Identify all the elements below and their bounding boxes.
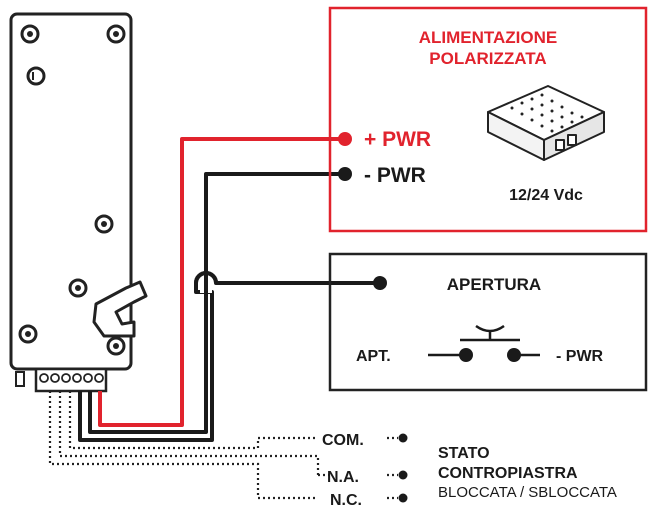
- push-button-switch-icon: [428, 324, 540, 362]
- opening-pwr-label: - PWR: [556, 348, 604, 365]
- apt-terminal: [373, 276, 387, 290]
- plus-pwr-label: + PWR: [364, 128, 431, 151]
- output-com-label: COM.: [322, 432, 364, 449]
- minus-pwr-terminal: [338, 167, 352, 181]
- output-na-label: N.A.: [327, 469, 359, 486]
- power-box-title-line2: POLARIZZATA: [429, 49, 546, 68]
- opening-box-title: APERTURA: [447, 275, 541, 294]
- power-supply-box: [328, 6, 648, 233]
- plus-pwr-terminal: [338, 132, 352, 146]
- output-com-terminal: [398, 433, 408, 443]
- minus-pwr-label: - PWR: [364, 164, 426, 187]
- opening-apt-label: APT.: [356, 348, 391, 365]
- status-line1: STATO: [438, 445, 490, 462]
- plus-pwr-wire: [98, 137, 345, 427]
- power-box-title-line1: ALIMENTAZIONE: [419, 28, 558, 47]
- electric-strike-lock-icon: [9, 12, 148, 393]
- power-supply-unit-icon: [487, 85, 605, 161]
- output-nc-label: N.C.: [330, 492, 362, 509]
- status-line3: BLOCCATA / SBLOCCATA: [438, 484, 617, 501]
- status-line2: CONTROPIASTRA: [438, 465, 578, 482]
- output-nc-terminal: [398, 493, 408, 503]
- output-na-terminal: [398, 470, 408, 480]
- output-wires: [48, 391, 320, 500]
- minus-pwr-wire: [88, 172, 345, 434]
- power-box-voltage: 12/24 Vdc: [509, 187, 583, 204]
- opening-box: [328, 252, 648, 392]
